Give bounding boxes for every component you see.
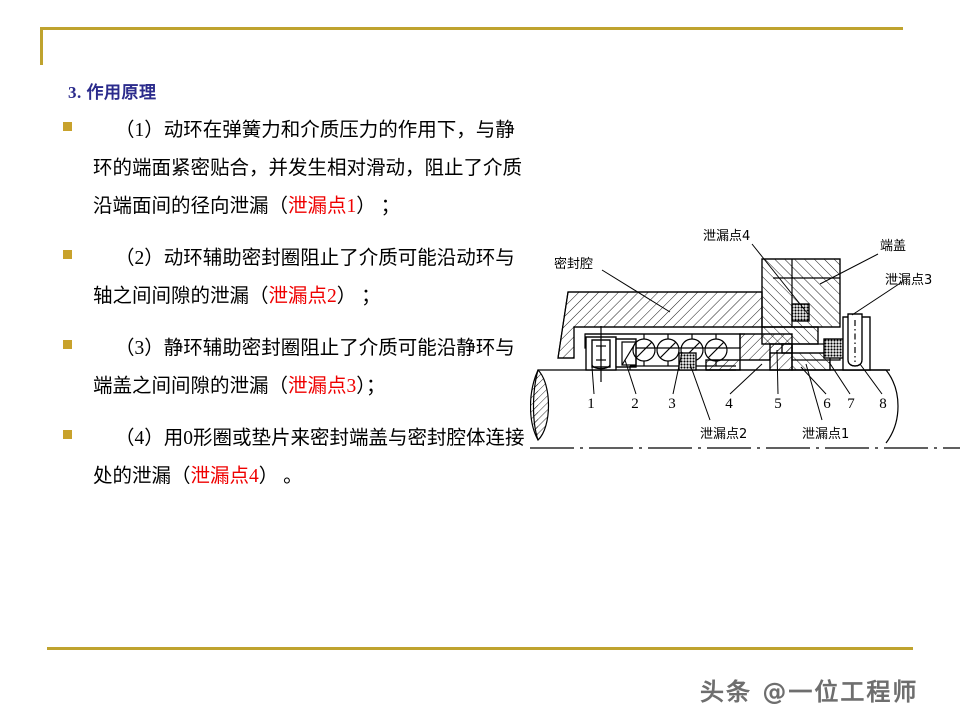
- gold-border-top: [40, 27, 903, 30]
- mechanical-seal-diagram: 密封腔 泄漏点4 端盖 泄漏点3 泄漏点2 泄漏点1 1 2 3 4 5 6 7…: [530, 222, 960, 472]
- page-title: 3. 作用原理: [68, 83, 157, 102]
- leak-point-highlight: 泄漏点1: [288, 196, 357, 217]
- part-number: 6: [823, 396, 831, 412]
- part-number: 5: [774, 396, 782, 412]
- callout-leak-point-3: 泄漏点3: [885, 272, 932, 288]
- bullet-text-pre: （1）动环在弹簧力和介质压力的作用下，与静环的端面紧密贴合，并发生相对滑动，阻止…: [93, 120, 523, 217]
- bullet-text-pre: （4）用0形圈或垫片来密封端盖与密封腔体连接处的泄漏（: [93, 428, 525, 487]
- part-number: 7: [847, 396, 855, 412]
- callout-seal-chamber: 密封腔: [554, 256, 593, 272]
- bullet-text-post: ）；: [356, 376, 386, 397]
- list-item: （4）用0形圈或垫片来密封端盖与密封腔体连接处的泄漏（泄漏点4） 。: [63, 420, 533, 496]
- callout-end-cover: 端盖: [880, 239, 906, 254]
- leak-point-highlight: 泄漏点3: [288, 376, 357, 397]
- bullet-square-icon: [63, 122, 72, 131]
- bullet-square-icon: [63, 250, 72, 259]
- part-number: 8: [879, 396, 887, 412]
- bullet-text: （3）静环辅助密封圈阻止了介质可能沿静环与端盖之间间隙的泄漏（泄漏点3）；: [93, 330, 533, 406]
- bullet-text: （4）用0形圈或垫片来密封端盖与密封腔体连接处的泄漏（泄漏点4） 。: [93, 420, 533, 496]
- bullet-text-post: ） 。: [258, 466, 303, 487]
- part-number: 4: [725, 396, 733, 412]
- bullet-text-post: ） ；: [356, 196, 401, 217]
- list-item: （2）动环辅助密封圈阻止了介质可能沿动环与轴之间间隙的泄漏（泄漏点2） ；: [63, 240, 533, 316]
- callout-leak-point-1: 泄漏点1: [802, 426, 849, 442]
- list-item: （3）静环辅助密封圈阻止了介质可能沿静环与端盖之间间隙的泄漏（泄漏点3）；: [63, 330, 533, 406]
- bullet-square-icon: [63, 340, 72, 349]
- watermark: 头条 @一位工程师: [700, 678, 919, 706]
- part-number: 2: [631, 396, 639, 412]
- bullet-square-icon: [63, 430, 72, 439]
- list-item: （1）动环在弹簧力和介质压力的作用下，与静环的端面紧密贴合，并发生相对滑动，阻止…: [63, 112, 533, 226]
- bullet-list: （1）动环在弹簧力和介质压力的作用下，与静环的端面紧密贴合，并发生相对滑动，阻止…: [63, 112, 533, 510]
- part-number: 1: [587, 396, 595, 412]
- bullet-text-pre: （3）静环辅助密封圈阻止了介质可能沿静环与端盖之间间隙的泄漏（: [93, 338, 515, 397]
- part-number: 3: [668, 396, 676, 412]
- callout-leak-point-4: 泄漏点4: [703, 228, 750, 244]
- bullet-text-pre: （2）动环辅助密封圈阻止了介质可能沿动环与轴之间间隙的泄漏（: [93, 248, 515, 307]
- bullet-text: （1）动环在弹簧力和介质压力的作用下，与静环的端面紧密贴合，并发生相对滑动，阻止…: [93, 112, 533, 226]
- bullet-text: （2）动环辅助密封圈阻止了介质可能沿动环与轴之间间隙的泄漏（泄漏点2） ；: [93, 240, 533, 316]
- gold-border-bottom: [47, 647, 913, 650]
- callout-leak-point-2: 泄漏点2: [700, 426, 747, 442]
- bullet-text-post: ） ；: [336, 286, 381, 307]
- gold-border-left: [40, 27, 43, 65]
- leak-point-highlight: 泄漏点4: [190, 466, 259, 487]
- leak-point-highlight: 泄漏点2: [268, 286, 337, 307]
